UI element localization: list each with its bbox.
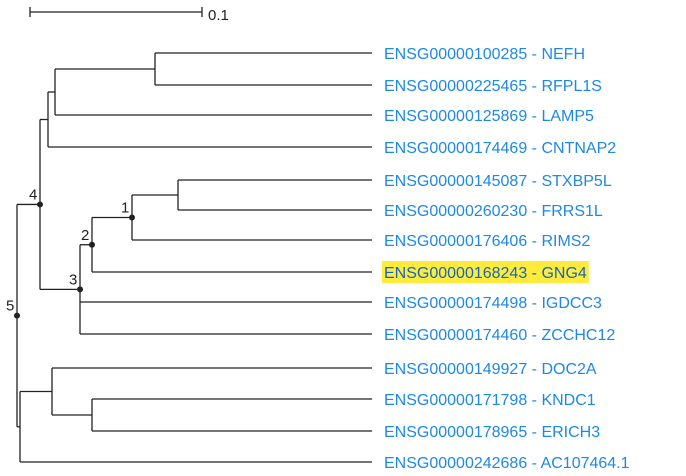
leaf-id: ENSG00000174498 [384, 295, 527, 312]
leaf-separator: - [527, 46, 541, 63]
node-4-dot [37, 201, 43, 208]
leaf-8[interactable]: ENSG00000174498 - IGDCC3 [384, 295, 602, 312]
leaf-label: ENSG00000176406 - RIMS2 [384, 233, 590, 250]
leaf-separator: - [527, 424, 541, 441]
leaf-2[interactable]: ENSG00000125869 - LAMP5 [384, 108, 594, 125]
leaf-5[interactable]: ENSG00000260230 - FRRS1L [384, 203, 603, 220]
leaf-4[interactable]: ENSG00000145087 - STXBP5L [384, 173, 612, 190]
leaf-gene: RFPL1S [541, 78, 601, 95]
node-2-label: 2 [81, 227, 89, 244]
node-1-dot [129, 214, 135, 221]
leaf-gene: RIMS2 [541, 233, 590, 250]
leaf-separator: - [527, 203, 541, 220]
leaf-label: ENSG00000242686 - AC107464.1 [384, 455, 630, 472]
leaf-6[interactable]: ENSG00000176406 - RIMS2 [384, 233, 590, 250]
node-5-dot [14, 312, 20, 319]
leaf-separator: - [527, 265, 541, 282]
leaf-gene: FRRS1L [541, 203, 602, 220]
node-4-label: 4 [29, 186, 37, 203]
leaf-label: ENSG00000168243 - GNG4 [384, 265, 587, 282]
leaf-separator: - [527, 361, 541, 378]
leaf-13[interactable]: ENSG00000242686 - AC107464.1 [384, 455, 630, 472]
leaf-11[interactable]: ENSG00000171798 - KNDC1 [384, 392, 596, 409]
tree-branches [16, 52, 372, 463]
leaf-label: ENSG00000125869 - LAMP5 [384, 108, 594, 125]
leaf-3[interactable]: ENSG00000174469 - CNTNAP2 [384, 140, 616, 157]
leaf-0[interactable]: ENSG00000100285 - NEFH [384, 46, 585, 63]
leaf-separator: - [527, 392, 541, 409]
leaf-9[interactable]: ENSG00000174460 - ZCCHC12 [384, 327, 615, 344]
scale-bar: 0.1 [29, 7, 229, 24]
leaf-label: ENSG00000174469 - CNTNAP2 [384, 140, 616, 157]
leaf-label: ENSG00000260230 - FRRS1L [384, 203, 603, 220]
leaf-labels: ENSG00000100285 - NEFH ENSG00000225465 - … [382, 46, 630, 472]
leaf-id: ENSG00000260230 [384, 203, 527, 220]
leaf-gene: LAMP5 [541, 108, 594, 125]
leaf-separator: - [527, 455, 540, 472]
leaf-id: ENSG00000242686 [384, 455, 527, 472]
leaf-separator: - [527, 327, 541, 344]
leaf-gene: GNG4 [541, 265, 586, 282]
leaf-1[interactable]: ENSG00000225465 - RFPL1S [384, 78, 602, 95]
leaf-12[interactable]: ENSG00000178965 - ERICH3 [384, 424, 600, 441]
leaf-label: ENSG00000149927 - DOC2A [384, 361, 597, 378]
leaf-label: ENSG00000145087 - STXBP5L [384, 173, 612, 190]
leaf-separator: - [527, 108, 541, 125]
node-2-dot [89, 241, 95, 248]
leaf-gene: ZCCHC12 [541, 327, 615, 344]
leaf-10[interactable]: ENSG00000149927 - DOC2A [384, 361, 597, 378]
leaf-separator: - [527, 173, 541, 190]
leaf-id: ENSG00000174460 [384, 327, 527, 344]
leaf-label: ENSG00000178965 - ERICH3 [384, 424, 600, 441]
node-3-dot [77, 286, 83, 293]
node-1-label: 1 [121, 200, 129, 217]
leaf-label: ENSG00000174498 - IGDCC3 [384, 295, 602, 312]
leaf-gene: AC107464.1 [541, 455, 630, 472]
leaf-label: ENSG00000174460 - ZCCHC12 [384, 327, 615, 344]
leaf-id: ENSG00000178965 [384, 424, 527, 441]
leaf-id: ENSG00000171798 [384, 392, 527, 409]
leaf-gene: NEFH [541, 46, 585, 63]
leaf-gene: KNDC1 [541, 392, 595, 409]
leaf-id: ENSG00000145087 [384, 173, 527, 190]
leaf-id: ENSG00000168243 [384, 265, 527, 282]
leaf-gene: DOC2A [541, 361, 596, 378]
leaf-id: ENSG00000149927 [384, 361, 527, 378]
leaf-label: ENSG00000100285 - NEFH [384, 46, 585, 63]
leaf-label: ENSG00000171798 - KNDC1 [384, 392, 596, 409]
leaf-id: ENSG00000100285 [384, 46, 527, 63]
leaf-gene: ERICH3 [541, 424, 600, 441]
leaf-separator: - [527, 78, 541, 95]
leaf-id: ENSG00000174469 [384, 140, 527, 157]
node-3-label: 3 [69, 271, 77, 288]
leaf-id: ENSG00000176406 [384, 233, 527, 250]
leaf-separator: - [527, 233, 541, 250]
internal-nodes: 1 2 3 4 5 [6, 186, 135, 319]
leaf-gene: STXBP5L [541, 173, 611, 190]
leaf-id: ENSG00000225465 [384, 78, 527, 95]
scale-bar-label: 0.1 [208, 7, 229, 24]
leaf-gene: CNTNAP2 [541, 140, 616, 157]
leaf-separator: - [527, 295, 541, 312]
leaf-7[interactable]: ENSG00000168243 - GNG4 [382, 261, 589, 283]
leaf-gene: IGDCC3 [541, 295, 602, 312]
node-5-label: 5 [6, 298, 14, 315]
leaf-label: ENSG00000225465 - RFPL1S [384, 78, 602, 95]
leaf-id: ENSG00000125869 [384, 108, 527, 125]
highlight-bg [382, 261, 589, 283]
leaf-separator: - [527, 140, 541, 157]
